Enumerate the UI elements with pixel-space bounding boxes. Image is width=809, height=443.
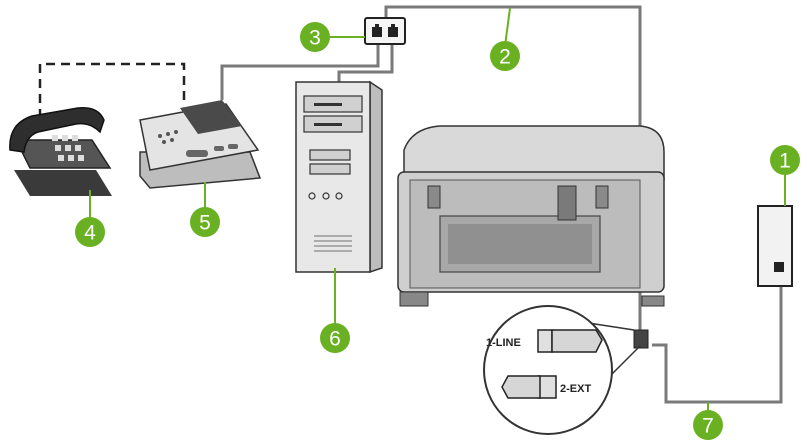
callout-6: 6 [320,268,350,353]
ext-port-label: 2-EXT [560,383,591,395]
telephone [9,107,112,196]
port-magnifier: 1-LINE 2-EXT [483,305,641,435]
printer [397,125,665,349]
callout-5-number: 5 [199,212,211,235]
callout-2-number: 2 [499,46,511,69]
line-port [537,329,553,353]
computer-cable [337,40,394,82]
answering-machine-cable [220,40,380,100]
answering-machine [139,100,262,189]
callout-3-number: 3 [309,27,321,50]
line-plug [551,329,603,353]
callout-2: 2 [490,7,520,71]
callout-1-number: 1 [779,150,791,173]
callout-7-number: 7 [702,415,714,438]
phone-cord [652,268,783,404]
dual-modem-port [364,17,406,45]
callout-1: 1 [770,145,800,206]
callout-7: 7 [693,402,723,440]
callout-4-number: 4 [84,222,96,245]
callout-6-number: 6 [329,328,341,351]
line-port-label: 1-LINE [486,337,521,349]
callout-4: 4 [75,190,105,247]
wall-phone-jack [757,205,793,287]
callout-5: 5 [190,182,220,237]
callout-3: 3 [300,22,365,52]
ext-plug [501,375,541,399]
dashed-phone-link [38,62,186,118]
computer [295,80,383,274]
